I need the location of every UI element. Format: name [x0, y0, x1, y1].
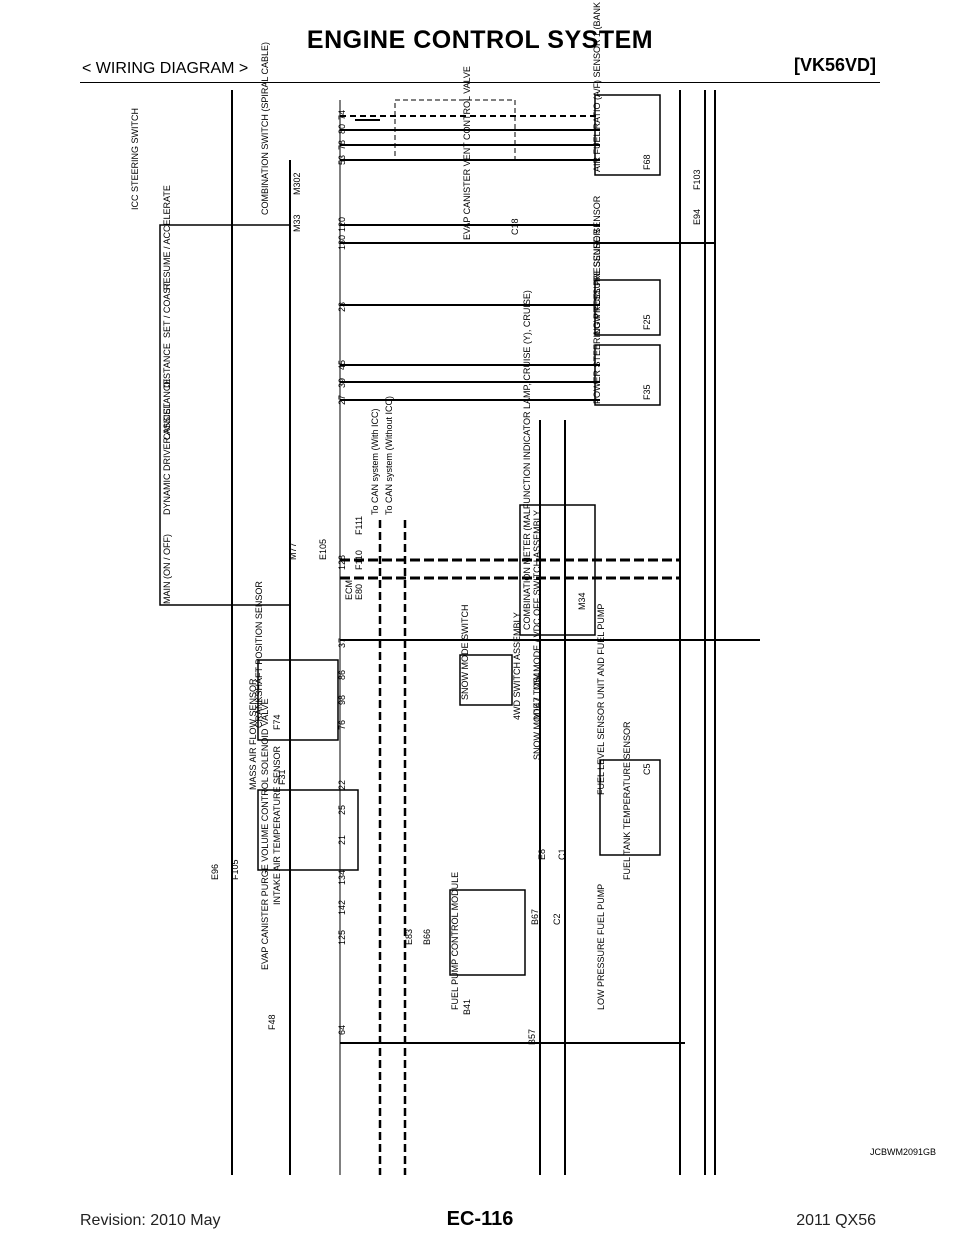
pin-78: 78 — [337, 140, 347, 150]
conn-C5: C5 — [642, 763, 652, 775]
conn-E83: E83 — [404, 929, 414, 945]
pin-125: 125 — [337, 930, 347, 945]
conn-E105: E105 — [318, 539, 328, 560]
connector-ids: E80 F110 F111 E94 F103 F68 E96 F105 F48 … — [210, 154, 702, 1045]
pin-142: 142 — [337, 900, 347, 915]
conn-E94: E94 — [692, 209, 702, 225]
conn-F48: F48 — [267, 1014, 277, 1030]
conn-B41: B41 — [462, 999, 472, 1015]
low-pressure-pump-label: LOW PRESSURE FUEL PUMP — [596, 884, 606, 1010]
conn-F105: F105 — [230, 859, 240, 880]
pin-120: 120 — [337, 217, 347, 232]
conn-F103: F103 — [692, 169, 702, 190]
conn-B57: B57 — [527, 1029, 537, 1045]
low-fuel-sensor-label: LOW FUEL PRESSURE SENSOR — [592, 195, 602, 334]
sw-cancel-label: CANCEL — [162, 403, 172, 440]
ps-sensor-label: POWER STEERING PRESSURE SENSOR — [592, 228, 602, 404]
pin-98: 98 — [337, 695, 347, 705]
intake-temp-label: INTAKE AIR TEMPERATURE SENSOR — [272, 745, 282, 905]
sw-dynamic-label: DYNAMIC DRIVER ASSISTANCE — [162, 379, 172, 515]
pin-37: 37 — [337, 638, 347, 648]
icc-switch-label: ICC STEERING SWITCH — [130, 108, 140, 210]
conn-M54: M54 — [532, 672, 542, 690]
conn-E80: E80 — [354, 584, 364, 600]
sw-main-label: MAIN (ON / OFF) — [162, 534, 172, 604]
pin-86: 86 — [337, 670, 347, 680]
conn-B67: B67 — [530, 909, 540, 925]
conn-E96: E96 — [210, 864, 220, 880]
conn-M34: M34 — [577, 592, 587, 610]
fuel-pump-cm-label: FUEL PUMP CONTROL MODULE — [450, 872, 460, 1010]
pin-39: 39 — [337, 378, 347, 388]
sw-resume-label: RESUME / ACCELERATE — [162, 185, 172, 290]
fuel-tank-temp-label: FUEL TANK TEMPERATURE SENSOR — [622, 721, 632, 880]
maf-label: MASS AIR FLOW SENSOR — [248, 678, 258, 790]
conn-E8: E8 — [537, 849, 547, 860]
pin-23: 23 — [337, 302, 347, 312]
snow-switch-label: SNOW MODE SWITCH — [460, 605, 470, 701]
snow-tow-label: SNOW MODE / TOW MODE / VDC OFF SWITCH AS… — [532, 510, 542, 760]
can-without-icc: To CAN system (Without ICC) — [384, 396, 394, 515]
conn-M33: M33 — [292, 214, 302, 232]
pin-76: 76 — [337, 720, 347, 730]
pin-53: 53 — [337, 155, 347, 165]
component-labels: ICC STEERING SWITCH MAIN (ON / OFF) DYNA… — [130, 0, 632, 1010]
pin-80: 80 — [337, 124, 347, 134]
model-year: 2011 QX56 — [796, 1212, 876, 1229]
conn-C1: C1 — [557, 848, 567, 860]
conn-F25: F25 — [642, 314, 652, 330]
pin-27: 27 — [337, 395, 347, 405]
pin-130: 130 — [337, 235, 347, 250]
ecm-pin-row: 64 125 142 134 21 25 22 76 98 86 37 128 … — [337, 110, 347, 1035]
pin-45: 45 — [337, 360, 347, 370]
model-code: [VK56VD] — [793, 55, 876, 75]
combination-switch-label: COMBINATION SWITCH (SPIRAL CABLE) — [260, 42, 270, 215]
conn-C18: C18 — [510, 218, 520, 235]
pin-128: 128 — [337, 555, 347, 570]
conn-M302: M302 — [292, 172, 302, 195]
pin-64: 64 — [337, 1025, 347, 1035]
pin-21: 21 — [337, 835, 347, 845]
4wd-switch-label: 4WD SWITCH ASSEMBLY — [512, 612, 522, 720]
evap-vent-label: EVAP CANISTER VENT CONTROL VALVE — [462, 66, 472, 240]
conn-F111: F111 — [354, 516, 364, 535]
pin-25: 25 — [337, 805, 347, 815]
page-number: EC-116 — [446, 1208, 514, 1230]
conn-B66: B66 — [422, 929, 432, 945]
comb-meter-label: COMBINATION METER (MALFUNCTION INDICATOR… — [522, 290, 532, 630]
pin-74: 74 — [337, 110, 347, 120]
conn-F31: F31 — [277, 769, 287, 785]
crank-label: CRANKSHAFT POSITION SENSOR — [254, 581, 264, 728]
conn-M147: M147 — [532, 697, 542, 720]
page-title: ENGINE CONTROL SYSTEM — [306, 26, 654, 54]
conn-C2: C2 — [552, 913, 562, 925]
sw-distance-label: DISTANCE — [162, 343, 172, 388]
fuel-level-label: FUEL LEVEL SENSOR UNIT AND FUEL PUMP — [596, 604, 606, 795]
can-with-icc: To CAN system (With ICC) — [370, 408, 380, 515]
reference-code: JCBWM2091GB — [870, 1147, 936, 1157]
section-label: < WIRING DIAGRAM > — [82, 60, 249, 77]
pin-22: 22 — [337, 780, 347, 790]
pin-134: 134 — [337, 870, 347, 885]
conn-F110: F110 — [354, 550, 364, 570]
revision-label: Revision: 2010 May — [80, 1212, 221, 1229]
conn-F74: F74 — [272, 714, 282, 730]
conn-M77: M77 — [288, 542, 298, 560]
header-divider — [80, 82, 880, 83]
conn-F68: F68 — [642, 154, 652, 170]
evap-purge-label: EVAP CANISTER PURGE VOLUME CONTROL SOLEN… — [260, 698, 270, 970]
ecm-label: ECM — [344, 580, 354, 600]
af-sensor-label: AIR FUEL RATIO (A/F) SENSOR 1 (BANK 2) — [592, 0, 602, 172]
conn-F35: F35 — [642, 384, 652, 400]
sw-set-label: SET / COAST — [162, 282, 172, 338]
